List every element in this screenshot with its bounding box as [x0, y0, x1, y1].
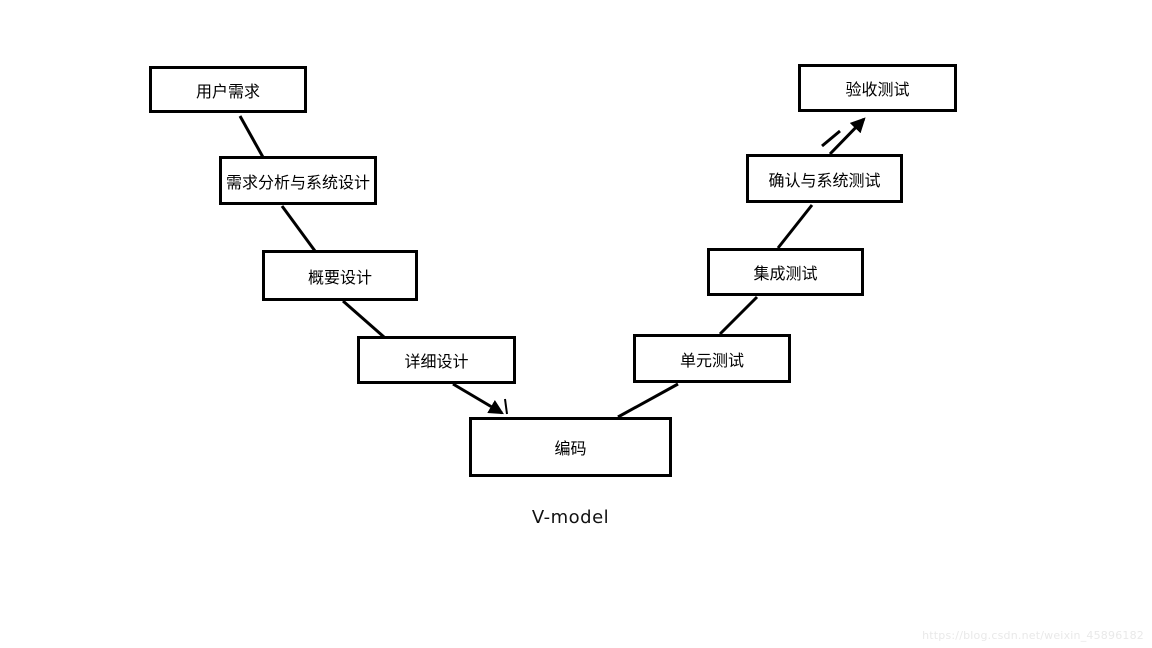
node-detailed-design: 详细设计	[357, 336, 516, 384]
node-integration-testing: 集成测试	[707, 248, 864, 296]
node-requirements-analysis-system-design: 需求分析与系统设计	[219, 156, 377, 205]
connector-userreq-to-reqanalysis	[238, 115, 266, 160]
node-unit-testing: 单元测试	[633, 334, 791, 383]
node-user-requirements: 用户需求	[149, 66, 307, 113]
node-acceptance-testing: 验收测试	[798, 64, 957, 112]
connector-highlevel-to-detailed	[342, 299, 385, 339]
watermark-url: https://blog.csdn.net/weixin_45896182	[922, 629, 1144, 642]
connector-reqanalysis-to-highlevel	[280, 205, 317, 252]
node-coding: 编码	[469, 417, 672, 477]
connector-validation-to-acceptance-arrow	[828, 117, 866, 156]
connector-detailed-to-coding-arrow	[452, 382, 504, 415]
connector-sketch-double-stroke	[821, 129, 841, 148]
connector-unittest-to-integration	[718, 295, 759, 336]
connector-sketch-tick	[504, 398, 508, 415]
node-validation-system-testing: 确认与系统测试	[746, 154, 903, 203]
node-high-level-design: 概要设计	[262, 250, 418, 301]
connector-integration-to-validation	[776, 204, 814, 249]
connector-coding-to-unittest	[617, 382, 679, 419]
diagram-caption: V-model	[531, 507, 610, 528]
